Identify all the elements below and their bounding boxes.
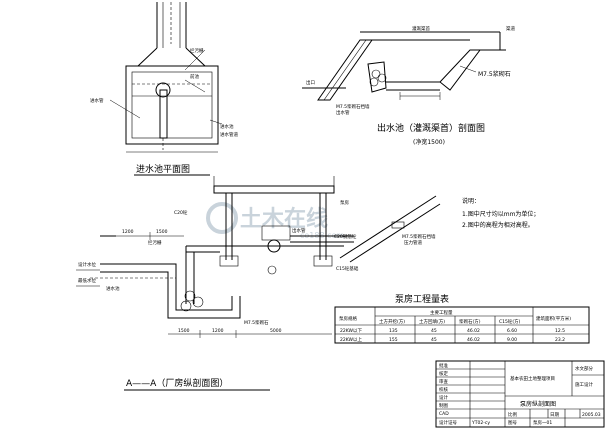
plant-label-0: 设计水位 <box>78 261 96 268</box>
title-block: 批准 核定 审查 校核 设计 制图 CAD 设计证号 YT02-cy 基本农田土… <box>435 360 605 428</box>
outlet-label-5: 出水管 <box>336 109 350 116</box>
role-label-2: 审查 <box>439 378 448 385</box>
date-value: 2005.03 <box>582 412 601 418</box>
plant-label-11: 压力管道 <box>404 239 422 246</box>
plant-dim-1: 1500 <box>156 229 168 235</box>
role-label-0: 批准 <box>439 362 448 369</box>
outlet-label-0: 灌溉渠首 <box>412 25 430 32</box>
quantity-cell-1-1: 155 <box>389 337 398 343</box>
drawing-no-label: 图号 <box>508 420 517 426</box>
inlet-label-4: 进水管道 <box>220 131 238 138</box>
outlet-section-view: 灌溉渠首 渠道 M7.5浆砌石 出口 M7.5浆砌石挡墙 出水管 出水池（灌溉渠… <box>302 25 515 146</box>
drawing-title: 泵房纵剖面图 <box>520 400 556 408</box>
inlet-plan-view: 拦污栅 前池 进水管 进水池 进水管道 进水池平面图 <box>90 2 238 176</box>
quantity-cell-0-1: 135 <box>389 328 398 334</box>
plant-label-6: C15砼基础 <box>336 265 359 272</box>
outlet-label-3: 出口 <box>306 79 315 86</box>
cert-number: YT02-cy <box>471 420 490 426</box>
outlet-label-2: M7.5浆砌石 <box>478 70 511 78</box>
role-label-1: 核定 <box>439 370 448 377</box>
inlet-label-2: 进水管 <box>90 97 104 104</box>
watermark: 土木在线 co188.com <box>206 202 344 240</box>
quantity-cell-1-5: 23.2 <box>555 337 565 343</box>
plant-section-view: 1200 1500 1500 1200 5000 设计水位 最低水位 进水池 M… <box>76 176 441 391</box>
quantity-cell-0-2: 45 <box>431 328 437 334</box>
notes-block: 说明： 1.图中尺寸均以mm为单位； 2.图中的高程为相对高程。 <box>462 197 539 229</box>
inlet-label-3: 进水池 <box>220 123 234 130</box>
plant-label-7: 出水管 <box>292 227 306 234</box>
plant-label-3: M7.5浆砌石 <box>244 319 269 326</box>
scale-label: 比例 <box>508 411 517 418</box>
plant-dim-2: 1500 <box>178 328 190 334</box>
quantity-col-3: 浆砌石(方) <box>459 318 481 325</box>
quantity-col-5: 建筑面积(平方米) <box>536 315 571 322</box>
inlet-label-0: 拦污栅 <box>190 47 204 54</box>
quantity-col-4: C15砼(方) <box>499 318 521 325</box>
watermark-logo-icon <box>206 202 238 234</box>
quantity-cell-0-4: 6.60 <box>507 328 517 334</box>
role-label-5: 制图 <box>439 402 448 409</box>
plant-dim-0: 1200 <box>122 229 134 235</box>
notes-heading: 说明： <box>462 197 480 205</box>
plant-label-2: 进水池 <box>106 285 120 292</box>
plant-dim-3: 1200 <box>212 328 224 334</box>
plant-section-title: A——A（厂房纵剖面图） <box>126 377 228 389</box>
watermark-text: 土木在线 <box>240 206 328 232</box>
inlet-plan-title: 进水池平面图 <box>136 163 190 175</box>
role-label-7: 设计证号 <box>439 419 457 426</box>
outlet-section-subtitle: (净宽1500) <box>413 138 445 146</box>
role-label-3: 校核 <box>439 386 448 393</box>
date-label: 日期 <box>550 412 559 418</box>
quantity-cell-1-0: 22KW以上 <box>340 336 362 343</box>
stage-label-0: 水文部分 <box>575 365 593 372</box>
role-label-4: 设计 <box>439 394 448 401</box>
plant-label-9: M7.5浆砌石挡墙 <box>402 233 436 240</box>
plant-label-1: 最低水位 <box>78 277 96 284</box>
quantity-col-1: 土方开挖(方) <box>379 318 405 325</box>
quantity-col-2: 土方回填(方) <box>419 318 445 325</box>
drawing-no-value: 泵房一01 <box>533 419 552 426</box>
plant-label-5: C20砼 <box>174 209 188 216</box>
outlet-section-title: 出水池（灌溉渠首）剖面图 <box>377 122 485 134</box>
quantity-group-header: 主要工程量 <box>430 309 453 316</box>
quantity-cell-1-4: 9.00 <box>507 337 517 343</box>
outlet-label-1: 渠道 <box>506 25 515 32</box>
quantity-cell-1-2: 45 <box>431 337 437 343</box>
quantity-cell-1-3: 46.02 <box>467 337 480 343</box>
notes-item-2: 2.图中的高程为相对高程。 <box>462 221 534 229</box>
outlet-label-4: M7.5浆砌石挡墙 <box>336 103 370 110</box>
plant-dim-4: 5000 <box>270 328 282 334</box>
plant-label-10: C20钢筋砼 <box>334 233 357 240</box>
project-name: 基本农田土地整理项目 <box>510 375 555 382</box>
plant-label-8: 拦污栅 <box>148 239 162 246</box>
quantity-col-0: 泵房规格 <box>339 315 357 322</box>
stage-label-1: 施工设计 <box>575 381 593 388</box>
role-label-6: CAD <box>439 411 449 417</box>
quantity-table-title: 泵房工程量表 <box>395 293 449 305</box>
quantity-cell-0-5: 12.5 <box>555 328 565 334</box>
inlet-label-1: 前池 <box>190 73 199 80</box>
notes-item-1: 1.图中尺寸均以mm为单位； <box>462 210 539 218</box>
quantity-table: 泵房工程量表 主要工程量 泵房规格 土方开挖(方) 土方回填(方) 浆砌石(方)… <box>334 293 590 344</box>
plant-label-4: 泵房 <box>340 199 349 206</box>
quantity-cell-0-3: 46.02 <box>467 328 480 334</box>
quantity-cell-0-0: 22KW以下 <box>340 328 362 334</box>
